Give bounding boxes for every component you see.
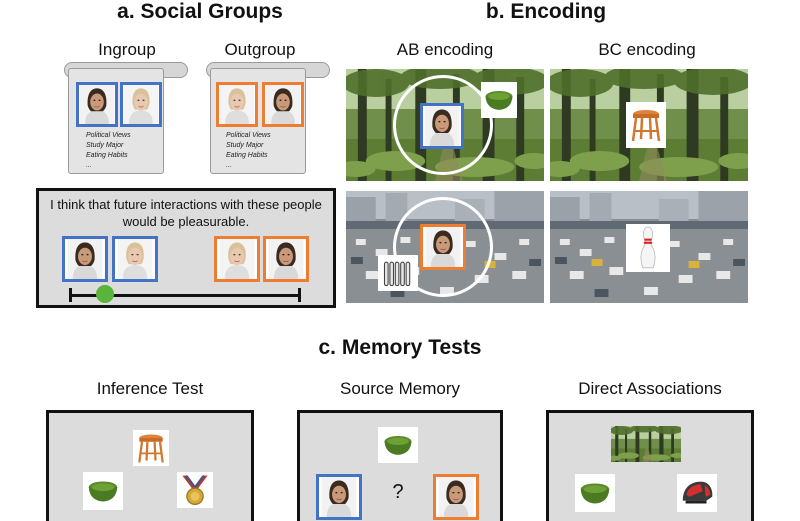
ab-encoding-label: AB encoding bbox=[396, 40, 494, 59]
rating-outgroup-face-2 bbox=[263, 236, 309, 282]
source-question-mark: ? bbox=[392, 481, 404, 503]
rating-slider-left-tick bbox=[69, 288, 72, 302]
ingroup-face-1 bbox=[76, 82, 118, 127]
ab-forest-bowl-object bbox=[481, 82, 517, 118]
ab-forest-face bbox=[420, 103, 464, 149]
rating-slider-track[interactable] bbox=[70, 294, 300, 297]
ab-traffic-face bbox=[420, 224, 466, 270]
ingroup-face-2 bbox=[120, 82, 162, 127]
rating-slider-knob[interactable] bbox=[96, 285, 114, 303]
inference-stool-object bbox=[133, 430, 169, 466]
outgroup-face-2 bbox=[262, 82, 304, 127]
inference-test-label: Inference Test bbox=[96, 379, 204, 398]
source-memory-label: Source Memory bbox=[340, 379, 460, 398]
panel-c-title: c. Memory Tests bbox=[318, 336, 482, 359]
outgroup-label: Outgroup bbox=[224, 40, 296, 59]
bc-forest-stool-object bbox=[626, 102, 666, 148]
inference-medal-object bbox=[177, 472, 213, 508]
direct-helmet-object bbox=[677, 474, 717, 512]
rating-ingroup-face-1 bbox=[62, 236, 108, 282]
rating-statement: I think that future interactions with th… bbox=[50, 197, 322, 229]
panel-b-title: b. Encoding bbox=[485, 0, 607, 23]
direct-forest-scene bbox=[611, 426, 681, 462]
ab-traffic-circle bbox=[393, 197, 493, 297]
bc-traffic-bowling-pin-object bbox=[626, 224, 670, 272]
source-bowl-object bbox=[378, 427, 418, 463]
direct-bowl-object bbox=[575, 474, 615, 512]
inference-bowl-object bbox=[83, 472, 123, 510]
direct-associations-label: Direct Associations bbox=[578, 379, 722, 398]
ab-traffic-radiator-object bbox=[378, 255, 418, 291]
rating-outgroup-face-1 bbox=[214, 236, 260, 282]
bc-encoding-label: BC encoding bbox=[598, 40, 696, 59]
rating-ingroup-face-2 bbox=[112, 236, 158, 282]
panel-a-title: a. Social Groups bbox=[117, 0, 283, 23]
ingroup-label: Ingroup bbox=[98, 40, 156, 59]
outgroup-face-1 bbox=[216, 82, 258, 127]
ab-forest-circle bbox=[393, 75, 493, 175]
rating-slider-right-tick bbox=[298, 288, 301, 302]
source-outgroup-face bbox=[433, 474, 479, 520]
source-ingroup-face bbox=[316, 474, 362, 520]
